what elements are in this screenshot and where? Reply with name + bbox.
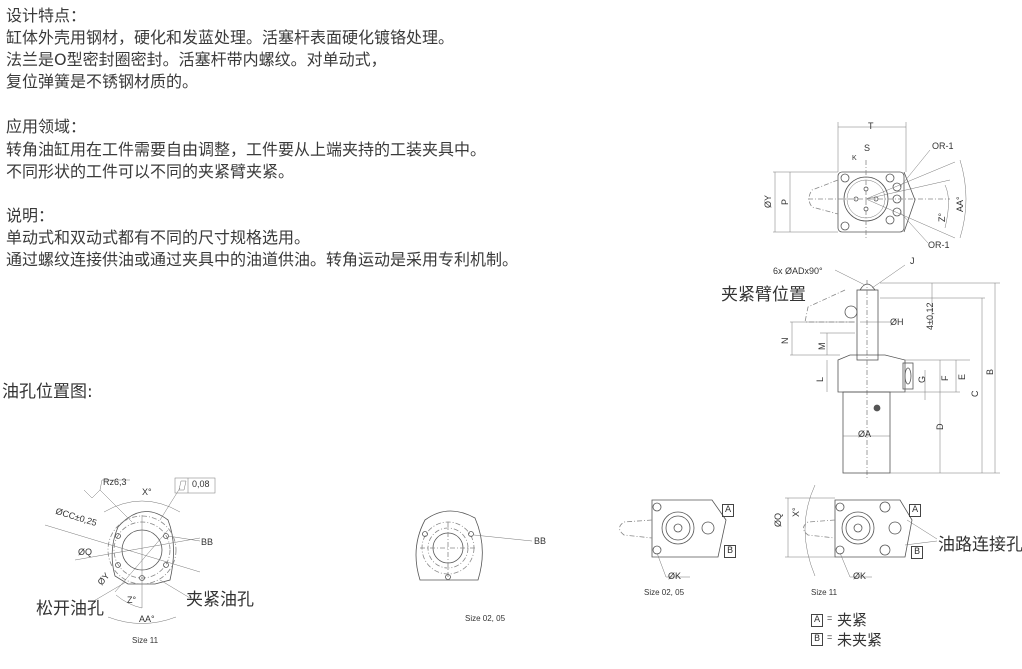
dim-AA: AA° — [955, 196, 965, 212]
oil-connection-label: 油路连接孔 — [938, 535, 1022, 555]
dim-E: E — [957, 373, 967, 380]
dim-OR1-bottom: OR-1 — [928, 240, 950, 250]
legend-sep: = — [827, 632, 833, 642]
side-view-drawing — [790, 264, 1000, 478]
dim-Q: ØQ — [773, 512, 783, 527]
roughness-label: Rz6,3 — [103, 477, 127, 487]
legend-sep: = — [827, 613, 833, 623]
dim-Z: Z° — [127, 595, 137, 605]
dim-L: L — [815, 376, 825, 382]
legend-key-A: A — [811, 614, 824, 627]
legend-key-B: B — [811, 633, 824, 646]
dim-C: C — [970, 390, 980, 398]
dim-N: N — [780, 337, 790, 345]
arm-position-label: 夹紧臂位置 — [721, 285, 806, 305]
dim-G: G — [917, 375, 927, 383]
port-B-marker: B — [911, 546, 924, 559]
application-line: 转角油缸用在工件需要自由调整，工件要从上端夹持的工装夹具中。 — [6, 140, 487, 159]
dim-Z: Z° — [937, 212, 947, 222]
bb-label: BB — [534, 536, 547, 546]
dim-K: ØK — [853, 571, 867, 581]
dim-AD: 6x ØADx90° — [773, 266, 823, 276]
clamp-port-label: 夹紧油孔 — [186, 590, 254, 610]
size0205-port-drawing — [415, 510, 533, 581]
notes-line: 通过螺纹连接供油或通过夹具中的油道供油。转角运动是采用专利机制。 — [6, 250, 519, 269]
dim-AA: AA° — [139, 614, 155, 624]
dim-Q: ØQ — [78, 547, 93, 557]
notes-line: 单动式和双动式都有不同的尺寸规格选用。 — [6, 228, 311, 247]
notes-heading: 说明： — [6, 206, 55, 225]
flange-0205-drawing — [619, 499, 727, 578]
application-heading: 应用领域： — [6, 117, 87, 136]
caption-size11-ports: Size 11 — [132, 636, 159, 645]
design-heading: 设计特点： — [6, 6, 87, 25]
dim-K: K — [852, 155, 857, 162]
port-A-marker: A — [909, 504, 922, 517]
dim-H: ØH — [890, 317, 904, 327]
dim-tolerance: 4±0,12 — [925, 302, 935, 330]
dim-P: P — [780, 198, 790, 205]
dim-T: T — [868, 121, 874, 131]
caption-size0205-ports: Size 02, 05 — [465, 614, 506, 623]
dim-M: M — [817, 342, 827, 351]
size11-port-drawing — [44, 477, 216, 624]
flange-11-drawing — [785, 484, 938, 578]
dim-S: S — [864, 143, 871, 153]
dim-A: ØA — [858, 429, 872, 439]
caption-flange-11: Size 11 — [811, 588, 838, 597]
application-line: 不同形状的工件可以不同的夹紧臂夹紧。 — [6, 162, 295, 181]
dim-B: B — [985, 368, 995, 375]
dim-Y: ØY — [763, 194, 773, 208]
caption-flange-0205: Size 02, 05 — [644, 588, 685, 597]
design-line: 法兰是O型密封圈密封。活塞杆带内螺纹。对单动式， — [6, 50, 387, 69]
dim-K: ØK — [668, 571, 682, 581]
bb-label: BB — [201, 537, 214, 547]
design-line: 复位弹簧是不锈钢材质的。 — [6, 72, 199, 91]
dim-F: F — [940, 375, 950, 382]
port-A-marker: A — [722, 504, 735, 517]
release-port-label: 松开油孔 — [36, 599, 104, 619]
design-line: 缸体外壳用钢材，硬化和发蓝处理。活塞杆表面硬化镀铬处理。 — [6, 28, 455, 47]
dim-J: J — [910, 256, 915, 266]
dim-X: X° — [142, 487, 152, 497]
dim-X: X° — [791, 507, 801, 517]
flatness-value: 0,08 — [192, 479, 210, 489]
dim-D: D — [935, 423, 945, 431]
port-B-marker: B — [724, 545, 737, 558]
legend-label-clamp: 夹紧 — [837, 611, 868, 629]
oil-hole-title: 油孔位置图: — [2, 382, 93, 402]
top-view-drawing — [773, 122, 967, 244]
dim-OR1-top: OR-1 — [932, 141, 954, 151]
legend-label-unclamp: 未夹紧 — [837, 631, 883, 649]
